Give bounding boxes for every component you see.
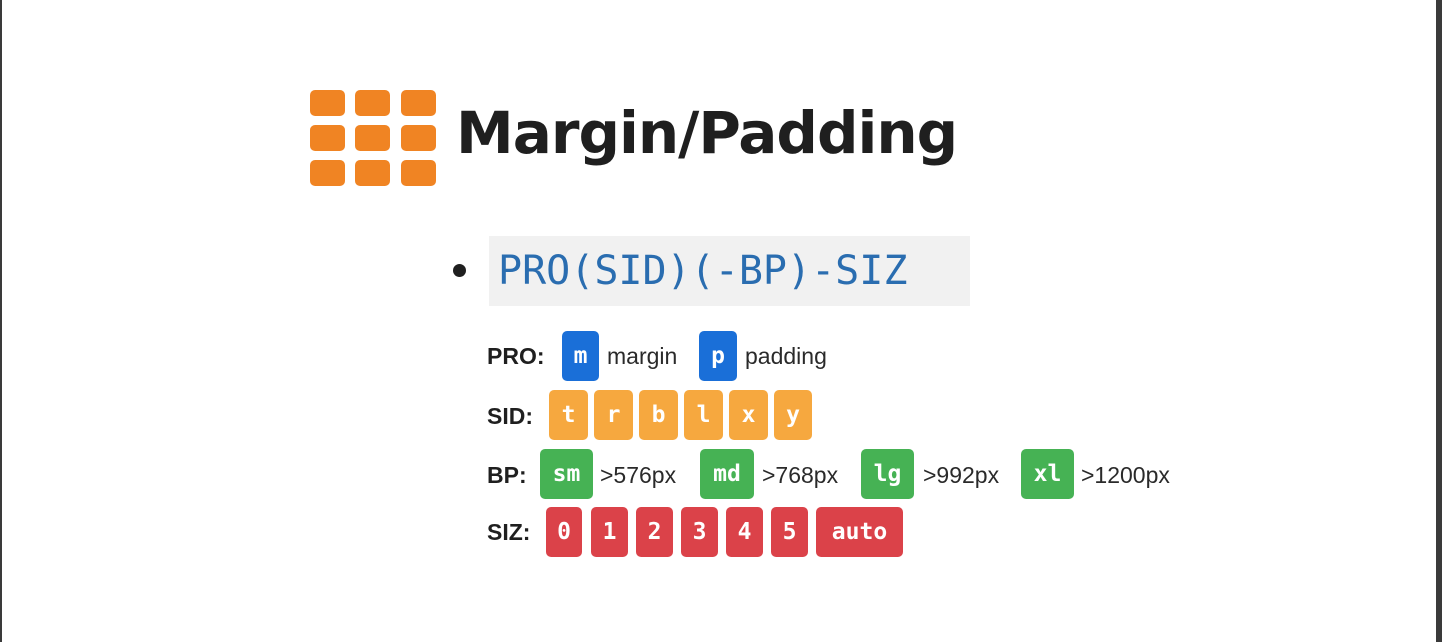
desc-pro-m: margin	[607, 343, 678, 369]
badge-sid: t	[549, 390, 588, 440]
badge-sid: r	[594, 390, 633, 440]
desc-bp-xl: >1200px	[1081, 462, 1170, 488]
grid-icon-cell	[355, 90, 390, 116]
badge-sid: b	[639, 390, 678, 440]
desc-bp-md: >768px	[762, 462, 839, 488]
badge-bp-md: md	[700, 449, 754, 499]
class-pattern: PRO(SID)(-BP)-SIZ	[498, 248, 908, 294]
grid-icon-cell	[310, 90, 345, 116]
window-frame-right	[1436, 0, 1442, 642]
badge-siz: 0	[546, 507, 582, 557]
badge-siz: 1	[591, 507, 628, 557]
badge-pro-m: m	[562, 331, 599, 381]
grid-icon-cell	[401, 160, 436, 186]
row-label-siz: SIZ:	[487, 519, 531, 545]
badge-sid: l	[684, 390, 723, 440]
badge-sid: y	[774, 390, 812, 440]
badge-siz: 5	[771, 507, 808, 557]
badge-bp-lg: lg	[861, 449, 914, 499]
bullet-icon	[453, 264, 466, 277]
grid-icon-cell	[310, 125, 345, 151]
badge-siz: 3	[681, 507, 718, 557]
badge-sid: x	[729, 390, 768, 440]
badge-siz-auto: auto	[816, 507, 903, 557]
row-label-bp: BP:	[487, 462, 527, 488]
grid-icon-cell	[401, 90, 436, 116]
badge-bp-xl: xl	[1021, 449, 1074, 499]
desc-pro-p: padding	[745, 343, 827, 369]
badge-bp-sm: sm	[540, 449, 593, 499]
row-label-sid: SID:	[487, 403, 533, 429]
badge-pro-p: p	[699, 331, 737, 381]
badge-siz: 4	[726, 507, 763, 557]
window-frame-left	[0, 0, 2, 642]
grid-icon	[310, 90, 436, 186]
desc-bp-lg: >992px	[923, 462, 1000, 488]
grid-icon-cell	[310, 160, 345, 186]
badge-siz: 2	[636, 507, 673, 557]
grid-icon-cell	[355, 160, 390, 186]
grid-icon-cell	[401, 125, 436, 151]
desc-bp-sm: >576px	[600, 462, 677, 488]
page-title: Margin/Padding	[456, 99, 958, 167]
grid-icon-cell	[355, 125, 390, 151]
code-block	[489, 236, 970, 306]
row-label-pro: PRO:	[487, 343, 545, 369]
